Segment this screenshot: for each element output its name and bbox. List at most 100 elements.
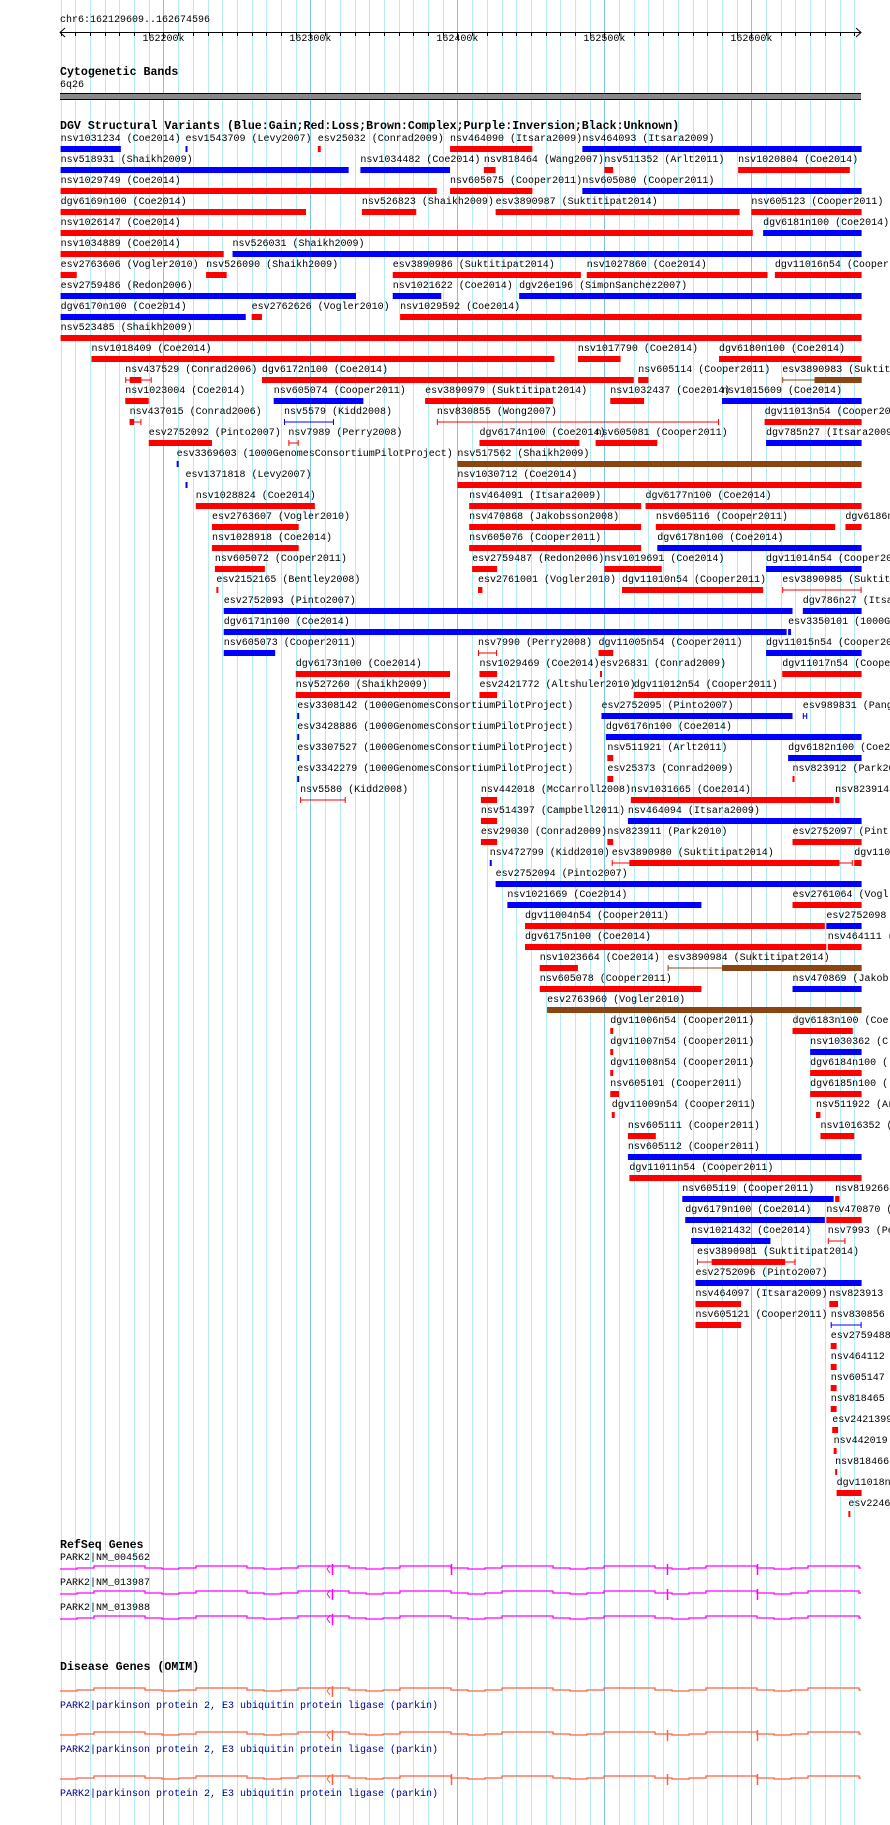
- sv-feature[interactable]: [827, 944, 862, 950]
- sv-feature[interactable]: [833, 1448, 837, 1454]
- sv-label[interactable]: nsv526090 (Shaikh2009): [206, 260, 339, 271]
- sv-feature[interactable]: [582, 188, 862, 194]
- sv-feature[interactable]: [607, 776, 614, 782]
- sv-feature[interactable]: [392, 293, 442, 299]
- sv-feature[interactable]: [148, 440, 212, 446]
- sv-feature[interactable]: [792, 986, 862, 992]
- sv-label[interactable]: nsv818466: [835, 1457, 890, 1468]
- sv-label[interactable]: nsv470868 (Jakobsson2008): [469, 512, 620, 523]
- sv-feature[interactable]: [283, 419, 334, 425]
- sv-label[interactable]: esv3308142 (1000GenomesConsortiumPilotPr…: [297, 701, 574, 712]
- sv-label[interactable]: nsv1032437 (Coe2014): [610, 386, 731, 397]
- sv-label[interactable]: dgv6186n: [845, 512, 890, 523]
- sv-label[interactable]: esv2152165 (Bentley2008): [216, 575, 361, 586]
- sv-label[interactable]: nsv605114 (Cooper2011): [638, 365, 771, 376]
- sv-label[interactable]: nsv1018409 (Coe2014): [91, 344, 212, 355]
- sv-label[interactable]: dgv11011n54 (Cooper2011): [629, 1163, 774, 1174]
- omim-gene-label[interactable]: PARK2|parkinson protein 2, E3 ubiquitin …: [60, 1789, 439, 1800]
- sv-label[interactable]: nsv1030362 (C: [810, 1037, 889, 1048]
- sv-label[interactable]: nsv442018 (McCarroll2008): [480, 785, 631, 796]
- sv-feature[interactable]: [832, 1427, 839, 1433]
- sv-label[interactable]: esv2752094 (Pinto2007): [495, 869, 628, 880]
- sv-feature[interactable]: [297, 755, 300, 761]
- sv-label[interactable]: nsv818465: [830, 1394, 885, 1405]
- sv-label[interactable]: esv2763606 (Vogler2010): [60, 260, 199, 271]
- sv-label[interactable]: esv3350101 (1000G: [788, 617, 890, 628]
- sv-feature[interactable]: [582, 146, 862, 152]
- sv-label[interactable]: dgv6170n100 (Coe2014): [60, 302, 187, 313]
- sv-label[interactable]: dgv11016n54 (Cooper: [774, 260, 889, 271]
- sv-feature[interactable]: [766, 440, 862, 446]
- sv-feature[interactable]: [477, 587, 483, 593]
- sv-label[interactable]: nsv1016352 (: [820, 1121, 890, 1132]
- sv-label[interactable]: nsv511922 (Ar: [816, 1100, 890, 1111]
- sv-feature[interactable]: [495, 881, 862, 887]
- sv-feature[interactable]: [539, 986, 702, 992]
- sv-feature[interactable]: [317, 146, 321, 152]
- sv-feature[interactable]: [60, 188, 437, 194]
- dgv-track-title[interactable]: DGV Structural Variants (Blue:Gain;Red:L…: [60, 120, 680, 133]
- sv-feature[interactable]: [782, 671, 862, 677]
- sv-feature[interactable]: [611, 1112, 615, 1118]
- sv-feature[interactable]: [125, 377, 152, 383]
- sv-label[interactable]: esv2421772 (Altshuler2010): [479, 680, 636, 691]
- sv-feature[interactable]: [627, 1154, 862, 1160]
- sv-label[interactable]: esv3890979 (Suktitipat2014): [425, 386, 588, 397]
- sv-label[interactable]: nsv1026147 (Coe2014): [60, 218, 181, 229]
- sv-label[interactable]: dgv11005n54 (Cooper2011): [598, 638, 743, 649]
- sv-label[interactable]: nsv7993 (Pe: [827, 1226, 890, 1237]
- sv-feature[interactable]: [176, 461, 179, 467]
- sv-feature[interactable]: [610, 1070, 614, 1076]
- sv-label[interactable]: nsv1021669 (Coe2014): [507, 890, 628, 901]
- sv-feature[interactable]: [295, 671, 451, 677]
- sv-label[interactable]: nsv823914: [835, 785, 890, 796]
- sv-label[interactable]: nsv823912 (Park20: [792, 764, 890, 775]
- sv-feature[interactable]: [598, 650, 614, 656]
- sv-label[interactable]: nsv605074 (Cooper2011): [273, 386, 406, 397]
- sv-feature[interactable]: [223, 629, 787, 635]
- sv-feature[interactable]: [827, 1238, 846, 1244]
- sv-label[interactable]: esv2752095 (Pinto2007): [601, 701, 734, 712]
- sv-feature[interactable]: [810, 1070, 862, 1076]
- sv-feature[interactable]: [577, 356, 621, 362]
- sv-feature[interactable]: [425, 398, 553, 404]
- sv-label[interactable]: nsv464090 (Itsara2009): [450, 134, 583, 145]
- sv-feature[interactable]: [829, 1301, 839, 1307]
- sv-feature[interactable]: [300, 797, 346, 803]
- sv-feature[interactable]: [836, 1490, 862, 1496]
- sv-feature[interactable]: [826, 1217, 862, 1223]
- sv-feature[interactable]: [60, 251, 224, 257]
- sv-feature[interactable]: [519, 293, 862, 299]
- sv-label[interactable]: nsv605075 (Cooper2011): [450, 176, 583, 187]
- sv-feature[interactable]: [129, 419, 142, 425]
- sv-feature[interactable]: [469, 503, 642, 509]
- sv-label[interactable]: esv3890983 (Suktit: [782, 365, 890, 376]
- sv-feature[interactable]: [91, 356, 555, 362]
- sv-feature[interactable]: [297, 734, 300, 740]
- sv-label[interactable]: esv3890985 (Suktit: [782, 575, 890, 586]
- sv-feature[interactable]: [479, 692, 498, 698]
- sv-feature[interactable]: [232, 251, 862, 257]
- sv-label[interactable]: nsv605119 (Cooper2011): [682, 1184, 815, 1195]
- sv-label[interactable]: nsv511921 (Arlt2011): [607, 743, 728, 754]
- sv-label[interactable]: nsv1029749 (Coe2014): [60, 176, 181, 187]
- sv-feature[interactable]: [185, 482, 188, 488]
- sv-label[interactable]: nsv605101 (Cooper2011): [610, 1079, 743, 1090]
- sv-feature[interactable]: [816, 1112, 821, 1118]
- sv-feature[interactable]: [60, 314, 246, 320]
- sv-label[interactable]: nsv518931 (Shaikh2009): [60, 155, 193, 166]
- sv-feature[interactable]: [845, 524, 862, 530]
- sv-feature[interactable]: [611, 860, 853, 866]
- sv-label[interactable]: esv2752093 (Pinto2007): [223, 596, 356, 607]
- sv-feature[interactable]: [695, 1322, 742, 1328]
- sv-label[interactable]: esv3890987 (Suktitipat2014): [495, 197, 658, 208]
- sv-feature[interactable]: [125, 398, 149, 404]
- sv-feature[interactable]: [539, 965, 578, 971]
- sv-label[interactable]: nsv605072 (Cooper2011): [214, 554, 347, 565]
- sv-label[interactable]: nsv1028918 (Coe2014): [211, 533, 332, 544]
- sv-label[interactable]: nsv526823 (Shaikh2009): [361, 197, 494, 208]
- sv-feature[interactable]: [782, 587, 862, 593]
- sv-feature[interactable]: [480, 797, 498, 803]
- sv-label[interactable]: nsv819266: [835, 1184, 890, 1195]
- sv-feature[interactable]: [763, 230, 862, 236]
